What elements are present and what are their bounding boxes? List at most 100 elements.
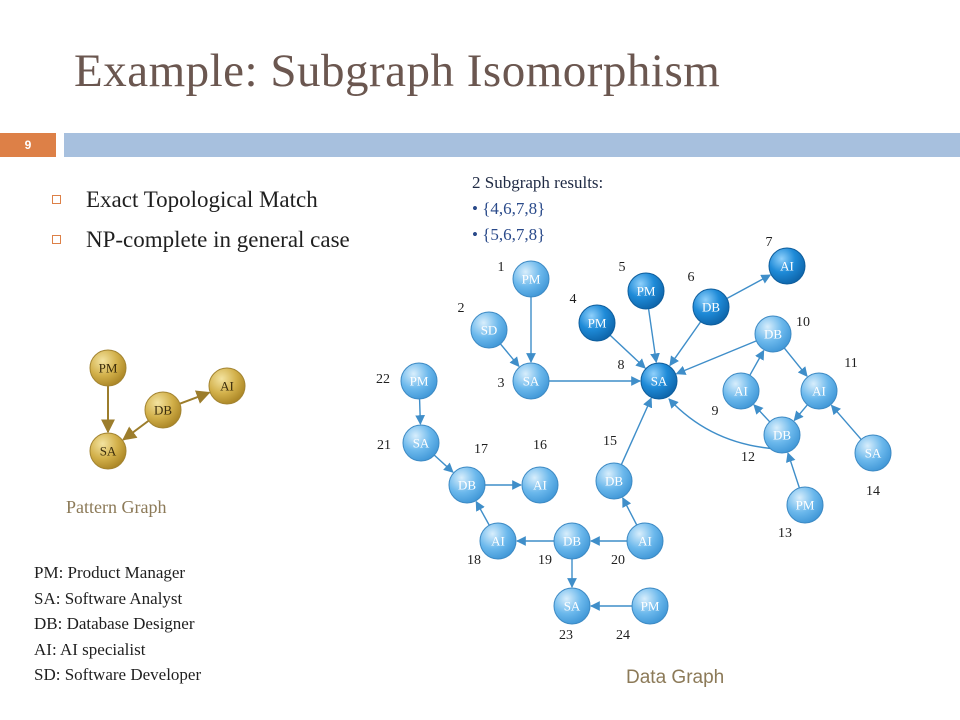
- data-node-2: SD2: [458, 301, 508, 349]
- node-id-label: 6: [688, 270, 695, 285]
- node-id-label: 9: [712, 404, 719, 419]
- slide-number: 9: [0, 133, 56, 157]
- node-role-label: DB: [764, 327, 782, 342]
- data-node-9: AI 9: [712, 372, 760, 419]
- pattern-edge-db-to-sa: [122, 419, 150, 441]
- data-node-18: AI 18: [467, 522, 517, 568]
- bullet-text: Exact Topological Match: [86, 187, 318, 212]
- node-circle: [627, 272, 665, 310]
- node-circle: [768, 247, 806, 285]
- role-legend: PM: Product Manager SA: Software Analyst…: [34, 560, 201, 688]
- bullet-item: Exact Topological Match: [52, 180, 350, 220]
- edge-5-to-8: [647, 308, 660, 364]
- edge-12-to-8: [668, 398, 779, 450]
- node-circle: [692, 288, 730, 326]
- legend-item: SA: Software Analyst: [34, 588, 183, 608]
- node-circle: [402, 424, 440, 462]
- data-node-17: DB 17: [448, 442, 488, 504]
- node-circle: [208, 367, 246, 405]
- node-id-label: 23: [559, 628, 573, 643]
- data-node-5: PM5: [619, 260, 665, 310]
- node-role-label: PM: [522, 272, 541, 287]
- data-node-19: DB 19: [538, 522, 591, 568]
- node-role-label: SA: [651, 374, 668, 389]
- node-role-label: PM: [641, 599, 660, 614]
- node-circle: [640, 362, 678, 400]
- node-role-label: DB: [773, 428, 791, 443]
- pattern-edge-db-to-ai: [179, 390, 211, 405]
- node-circle: [512, 362, 550, 400]
- result-set: {5,6,7,8}: [482, 225, 546, 244]
- node-circle: [144, 391, 182, 429]
- node-circle: [595, 462, 633, 500]
- node-role-label: PM: [796, 498, 815, 513]
- edge-4-to-8: [609, 334, 646, 369]
- pattern-node-pm: PM: [89, 349, 127, 387]
- node-circle: [89, 432, 127, 470]
- node-id-label: 2: [458, 301, 465, 316]
- legend-item: DB: Database Designer: [34, 614, 195, 633]
- node-id-label: 19: [538, 553, 552, 568]
- node-role-label: AI: [780, 259, 794, 274]
- node-role-label: DB: [458, 478, 476, 493]
- node-id-label: 18: [467, 553, 481, 568]
- node-id-label: 3: [498, 376, 505, 391]
- node-circle: [631, 587, 669, 625]
- node-circle: [479, 522, 517, 560]
- result-set: {4,6,7,8}: [482, 199, 546, 218]
- node-role-label: SA: [523, 374, 540, 389]
- node-role-label: AI: [734, 384, 748, 399]
- node-role-label: AI: [220, 379, 234, 394]
- node-id-label: 7: [766, 235, 773, 250]
- data-node-6: DB6: [688, 270, 730, 326]
- results-box: 2 Subgraph results: • {4,6,7,8} • {5,6,7…: [472, 170, 603, 248]
- edge-12-to-9: [753, 404, 771, 423]
- data-graph-nodes: PM1SD2SA3PM4PM5DB6AI7SA8AI9DB10AI11DB12P…: [376, 235, 892, 643]
- data-node-8: SA8: [618, 358, 678, 400]
- node-circle: [578, 304, 616, 342]
- pattern-graph-edges: [101, 386, 211, 441]
- edge-22-to-21: [415, 398, 426, 425]
- data-node-1: PM1: [498, 260, 550, 298]
- edge-18-to-17: [475, 500, 490, 526]
- edge-9-to-10: [749, 349, 765, 376]
- edge-10-to-11: [783, 347, 808, 377]
- legend-item: PM: Product Manager: [34, 563, 186, 582]
- edge-14-to-11: [830, 404, 862, 440]
- node-role-label: PM: [99, 361, 118, 376]
- node-circle: [626, 522, 664, 560]
- node-circle: [800, 372, 838, 410]
- edge-6-to-8: [669, 321, 702, 367]
- node-circle: [89, 349, 127, 387]
- node-circle: [448, 466, 486, 504]
- square-bullet-icon: [52, 235, 61, 244]
- edge-20-to-15: [622, 497, 638, 526]
- node-role-label: AI: [491, 534, 505, 549]
- node-circle: [754, 315, 792, 353]
- node-role-label: DB: [563, 534, 581, 549]
- pattern-node-sa: SA: [89, 432, 127, 470]
- node-id-label: 17: [474, 442, 488, 457]
- node-id-label: 14: [866, 484, 880, 499]
- square-bullet-icon: [52, 195, 61, 204]
- edge-11-to-12: [793, 404, 808, 422]
- edge-21-to-17: [433, 454, 454, 473]
- legend-item: SD: Software Developer: [34, 665, 202, 684]
- results-heading: 2 Subgraph results:: [472, 173, 604, 192]
- edge-2-to-3: [499, 343, 520, 368]
- node-circle: [786, 486, 824, 524]
- node-circle: [854, 434, 892, 472]
- bullet-item: NP-complete in general case: [52, 220, 350, 260]
- node-id-label: 11: [844, 356, 857, 371]
- edge-15-to-8: [620, 397, 653, 465]
